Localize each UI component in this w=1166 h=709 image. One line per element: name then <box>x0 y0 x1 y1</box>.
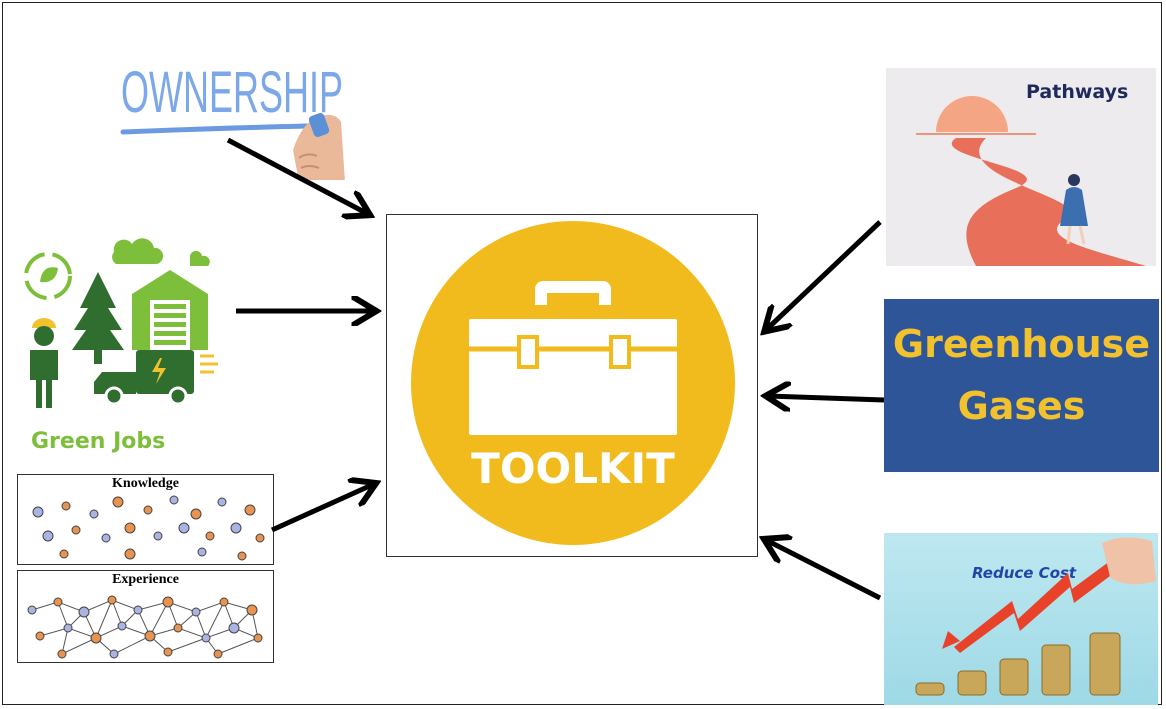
reduce-cost-label: Reduce Cost <box>972 564 1077 582</box>
pathways-panel: Pathways <box>886 68 1156 266</box>
arrow-reduce-cost <box>766 540 882 601</box>
experience-label: Experience <box>112 572 179 587</box>
toolkit-box: TOOLKIT <box>386 214 758 557</box>
leaf-icon <box>40 267 58 283</box>
ownership-image: OWNERSHIP <box>120 60 345 180</box>
cloud-icon <box>112 238 164 264</box>
down-arrow-icon <box>954 561 1114 653</box>
reduce-cost-panel: Reduce Cost <box>884 533 1158 705</box>
sun-icon <box>936 96 1008 132</box>
green-jobs-label: Green Jobs <box>31 429 165 454</box>
ownership-label: OWNERSHIP <box>121 60 343 125</box>
arrow-pathways <box>766 220 882 330</box>
road-icon <box>951 138 1146 266</box>
experience-network <box>27 595 263 659</box>
arrow-knowledge <box>270 484 374 533</box>
green-jobs-image: Green Jobs <box>24 238 218 454</box>
tree-icon <box>72 272 124 350</box>
worker-icon <box>30 318 58 408</box>
experience-panel: Experience <box>17 570 274 663</box>
greenhouse-label-line1: Greenhouse <box>892 322 1151 366</box>
knowledge-dots <box>32 495 265 561</box>
knowledge-panel: Knowledge <box>17 474 274 565</box>
toolbox-icon <box>469 281 677 435</box>
arrow-greenhouse <box>768 396 885 400</box>
coin-stacks-icon <box>915 632 1121 696</box>
hand-icon <box>1102 537 1156 585</box>
hand-icon <box>293 114 345 180</box>
toolkit-emblem: TOOLKIT <box>411 221 735 545</box>
recycle-icon <box>24 252 72 300</box>
truck-icon <box>94 350 218 406</box>
greenhouse-label-line2: Gases <box>957 384 1086 428</box>
cloud-icon <box>189 250 210 266</box>
toolkit-label: TOOLKIT <box>471 444 675 493</box>
pathways-label: Pathways <box>1026 81 1128 103</box>
arrow-ownership <box>226 137 368 214</box>
knowledge-label: Knowledge <box>112 476 179 491</box>
greenhouse-panel: Greenhouse Gases <box>884 299 1159 472</box>
walking-person-icon <box>1060 174 1088 245</box>
